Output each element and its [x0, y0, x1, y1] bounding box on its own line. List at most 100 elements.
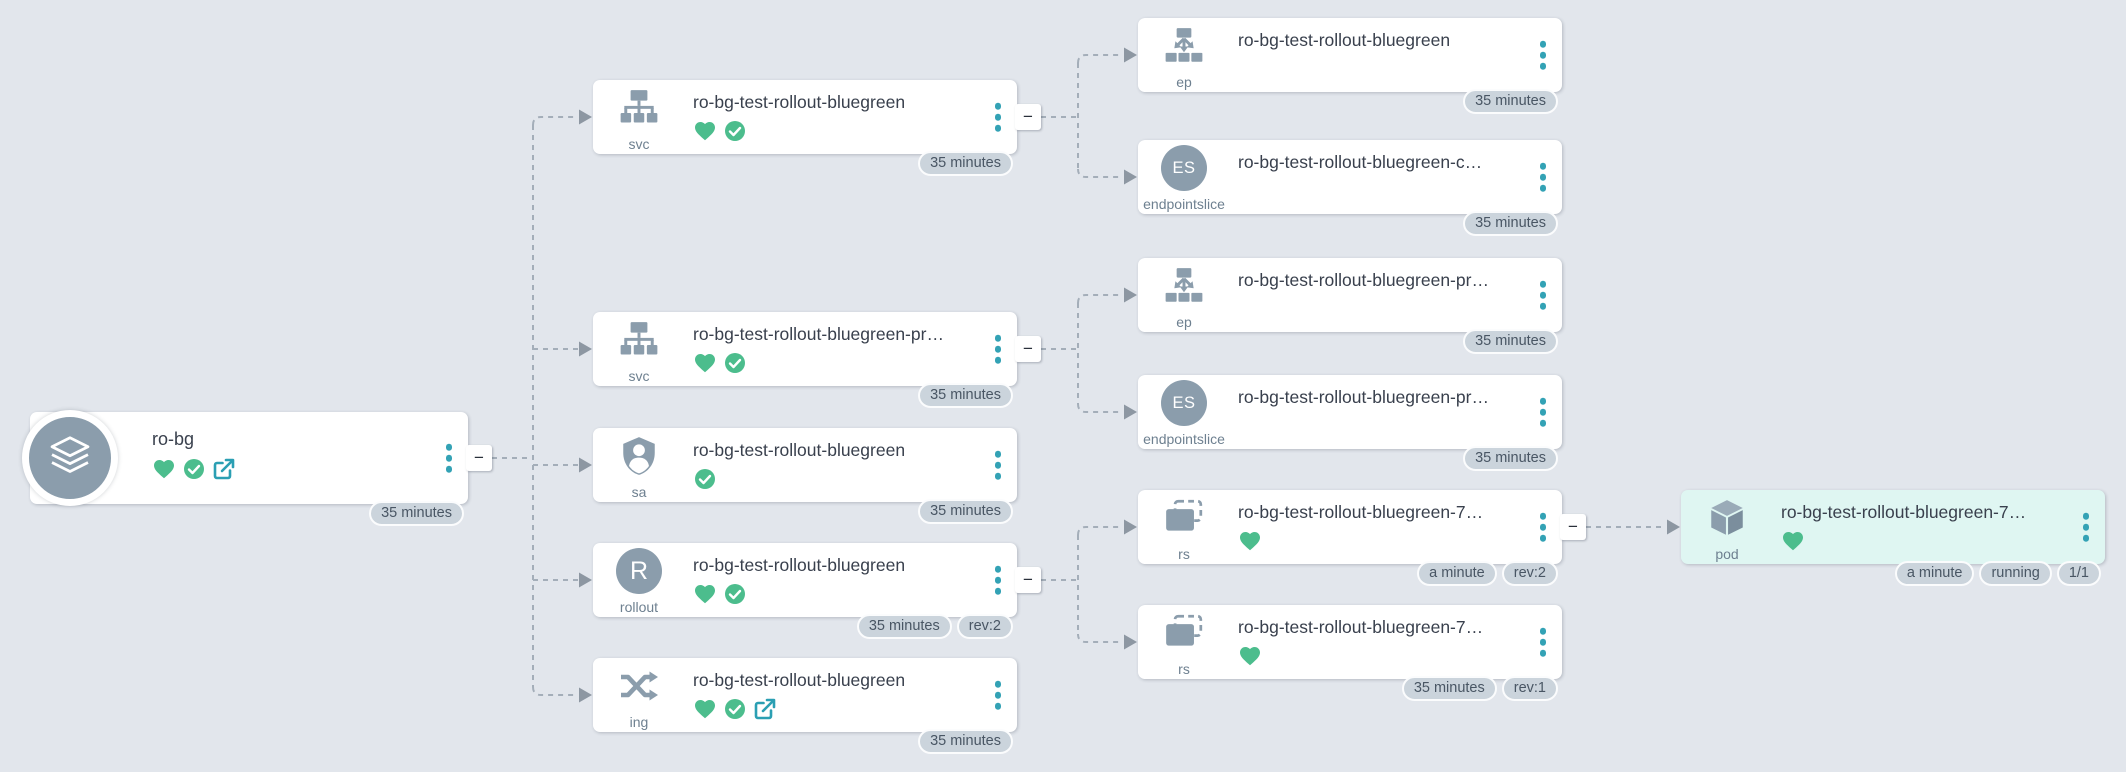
status-icons: [693, 582, 747, 606]
kebab-dot: [994, 472, 1001, 480]
kebab-dot: [445, 443, 452, 451]
resource-node-es1[interactable]: ES endpointslice ro-bg-test-rollout-blue…: [1138, 140, 1562, 236]
kebab-dot: [994, 576, 1001, 584]
resource-node-es2[interactable]: ES endpointslice ro-bg-test-rollout-blue…: [1138, 375, 1562, 471]
kebab-menu-button[interactable]: [1536, 159, 1551, 196]
collapse-button-rollout[interactable]: −: [1015, 567, 1041, 593]
kebab-dot: [994, 702, 1001, 710]
resource-kind-label: ing: [629, 714, 649, 730]
kebab-dot: [994, 345, 1001, 353]
kebab-menu-button[interactable]: [2079, 509, 2094, 546]
kebab-dot: [445, 454, 452, 462]
kebab-menu-button[interactable]: [1536, 37, 1551, 74]
resource-icon-area: ES endpointslice: [1138, 140, 1230, 214]
kebab-dot: [1539, 523, 1546, 531]
collapse-button-svc1[interactable]: −: [1015, 104, 1041, 130]
kebab-menu-button[interactable]: [991, 447, 1006, 484]
badge: 35 minutes: [1463, 446, 1558, 471]
resource-name: ro-bg-test-rollout-bluegreen-7…: [1238, 502, 1484, 522]
kebab-menu-button[interactable]: [1536, 277, 1551, 314]
resource-node-rs2[interactable]: rs ro-bg-test-rollout-bluegreen-7… 35 mi…: [1138, 605, 1562, 701]
resource-node-sa[interactable]: sa ro-bg-test-rollout-bluegreen 35 minut…: [593, 428, 1017, 524]
kebab-menu-button[interactable]: [442, 440, 457, 477]
badge-row: 35 minutes: [918, 499, 1013, 524]
badge-row: 35 minutes: [1463, 89, 1558, 114]
kebab-dot: [1539, 62, 1546, 70]
rollout-circle-icon: R: [616, 548, 662, 594]
kebab-dot: [994, 113, 1001, 121]
resource-node-svc1[interactable]: svc ro-bg-test-rollout-bluegreen 35 minu…: [593, 80, 1017, 176]
kebab-dot: [1539, 408, 1546, 416]
resource-icon-area: sa: [593, 428, 685, 502]
resource-node-ing[interactable]: ing ro-bg-test-rollout-bluegreen 35 minu…: [593, 658, 1017, 754]
kebab-dot: [2082, 534, 2089, 542]
external-link-icon[interactable]: [212, 457, 236, 481]
kebab-menu-button[interactable]: [991, 99, 1006, 136]
resource-kind-label: endpointslice: [1143, 431, 1225, 447]
kebab-menu-button[interactable]: [991, 677, 1006, 714]
health-heart-icon: [693, 697, 717, 721]
kebab-menu-button[interactable]: [991, 562, 1006, 599]
kebab-menu-button[interactable]: [1536, 509, 1551, 546]
badge-row: 35 minutes: [918, 151, 1013, 176]
kebab-dot: [994, 102, 1001, 110]
status-icons: [693, 351, 747, 375]
badge: 35 minutes: [918, 499, 1013, 524]
badge-row: 35 minutes: [918, 729, 1013, 754]
resource-icon-area: pod: [1681, 490, 1773, 564]
resource-node-ep2[interactable]: ep ro-bg-test-rollout-bluegreen-pr… 35 m…: [1138, 258, 1562, 354]
resource-name: ro-bg-test-rollout-bluegreen-pr…: [693, 324, 944, 344]
resource-name: ro-bg-test-rollout-bluegreen: [1238, 30, 1451, 50]
resource-icon-area: rs: [1138, 605, 1230, 679]
sync-check-icon: [723, 582, 747, 606]
collapse-button-app[interactable]: −: [466, 445, 492, 471]
resource-name: ro-bg-test-rollout-bluegreen: [693, 92, 906, 112]
resource-icon-area: svc: [593, 312, 685, 386]
status-icons: [1781, 529, 1805, 553]
sync-check-icon: [693, 467, 717, 491]
kebab-menu-button[interactable]: [1536, 624, 1551, 661]
kebab-dot: [994, 691, 1001, 699]
kebab-menu-button[interactable]: [1536, 394, 1551, 431]
status-icons: [693, 119, 747, 143]
resource-name: ro-bg: [152, 429, 195, 449]
kebab-dot: [1539, 627, 1546, 635]
resource-node-rs1[interactable]: rs ro-bg-test-rollout-bluegreen-7… a min…: [1138, 490, 1562, 586]
resource-name: ro-bg-test-rollout-bluegreen-pr…: [1238, 387, 1489, 407]
kebab-menu-button[interactable]: [991, 331, 1006, 368]
resource-name: ro-bg-test-rollout-bluegreen-pr…: [1238, 270, 1489, 290]
collapse-button-rs1[interactable]: −: [1560, 514, 1586, 540]
resource-node-svc2[interactable]: svc ro-bg-test-rollout-bluegreen-pr… 35 …: [593, 312, 1017, 408]
kebab-dot: [1539, 162, 1546, 170]
resource-node-ep1[interactable]: ep ro-bg-test-rollout-bluegreen 35 minut…: [1138, 18, 1562, 114]
resource-kind-label: endpointslice: [1143, 196, 1225, 212]
resource-node-rollout[interactable]: R rollout ro-bg-test-rollout-bluegreen 3…: [593, 543, 1017, 639]
kebab-dot: [994, 565, 1001, 573]
badge-row: 35 minutes: [918, 383, 1013, 408]
application-layers-icon: [22, 410, 118, 506]
badge-row: 35 minutes: [1463, 211, 1558, 236]
resource-name: ro-bg-test-rollout-bluegreen-7…: [1238, 617, 1484, 637]
resource-node-app[interactable]: ro-bg 35 minutes: [22, 410, 468, 526]
kebab-dot: [994, 680, 1001, 688]
resource-name: ro-bg-test-rollout-bluegreen: [693, 555, 906, 575]
badge: 35 minutes: [1463, 329, 1558, 354]
badge: 35 minutes: [1463, 211, 1558, 236]
sync-check-icon: [723, 351, 747, 375]
kebab-dot: [2082, 523, 2089, 531]
status-icons: [693, 697, 777, 721]
collapse-button-svc2[interactable]: −: [1015, 336, 1041, 362]
kebab-dot: [1539, 512, 1546, 520]
badge: a minute: [1417, 561, 1497, 586]
health-heart-icon: [693, 351, 717, 375]
kebab-dot: [994, 334, 1001, 342]
resource-kind-label: pod: [1715, 546, 1739, 562]
resource-icon-area: ep: [1138, 18, 1230, 92]
external-link-icon[interactable]: [753, 697, 777, 721]
resource-kind-label: ep: [1176, 314, 1192, 330]
resource-node-pod1[interactable]: pod ro-bg-test-rollout-bluegreen-7… a mi…: [1681, 490, 2105, 586]
kebab-dot: [1539, 302, 1546, 310]
